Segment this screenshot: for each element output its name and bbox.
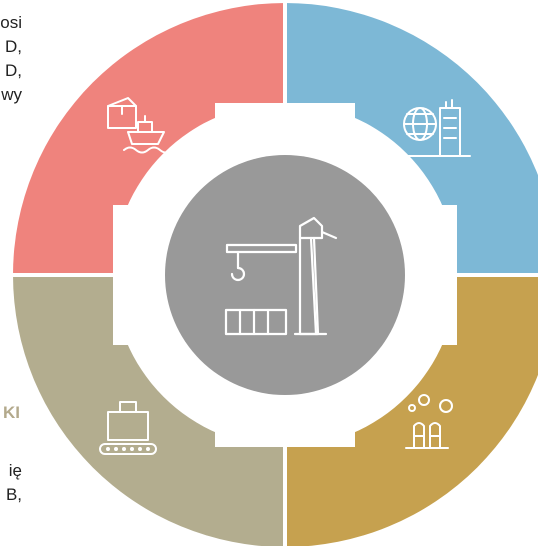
text-line-5: ię bbox=[8, 461, 22, 480]
text-line-2: D, bbox=[5, 37, 22, 56]
baggage-conveyor-icon bbox=[99, 401, 157, 455]
trade-shipping-icon bbox=[107, 97, 171, 154]
text-line-1: osi bbox=[0, 13, 22, 32]
text-line-6: B, bbox=[5, 485, 22, 504]
port-crane-icon bbox=[224, 216, 338, 336]
industry-icon bbox=[405, 394, 453, 449]
text-line-4: wy bbox=[1, 85, 22, 104]
center-circle bbox=[165, 155, 405, 395]
section-heading: KI bbox=[3, 403, 20, 422]
text-line-3: D, bbox=[5, 61, 22, 80]
global-business-icon bbox=[403, 99, 471, 157]
